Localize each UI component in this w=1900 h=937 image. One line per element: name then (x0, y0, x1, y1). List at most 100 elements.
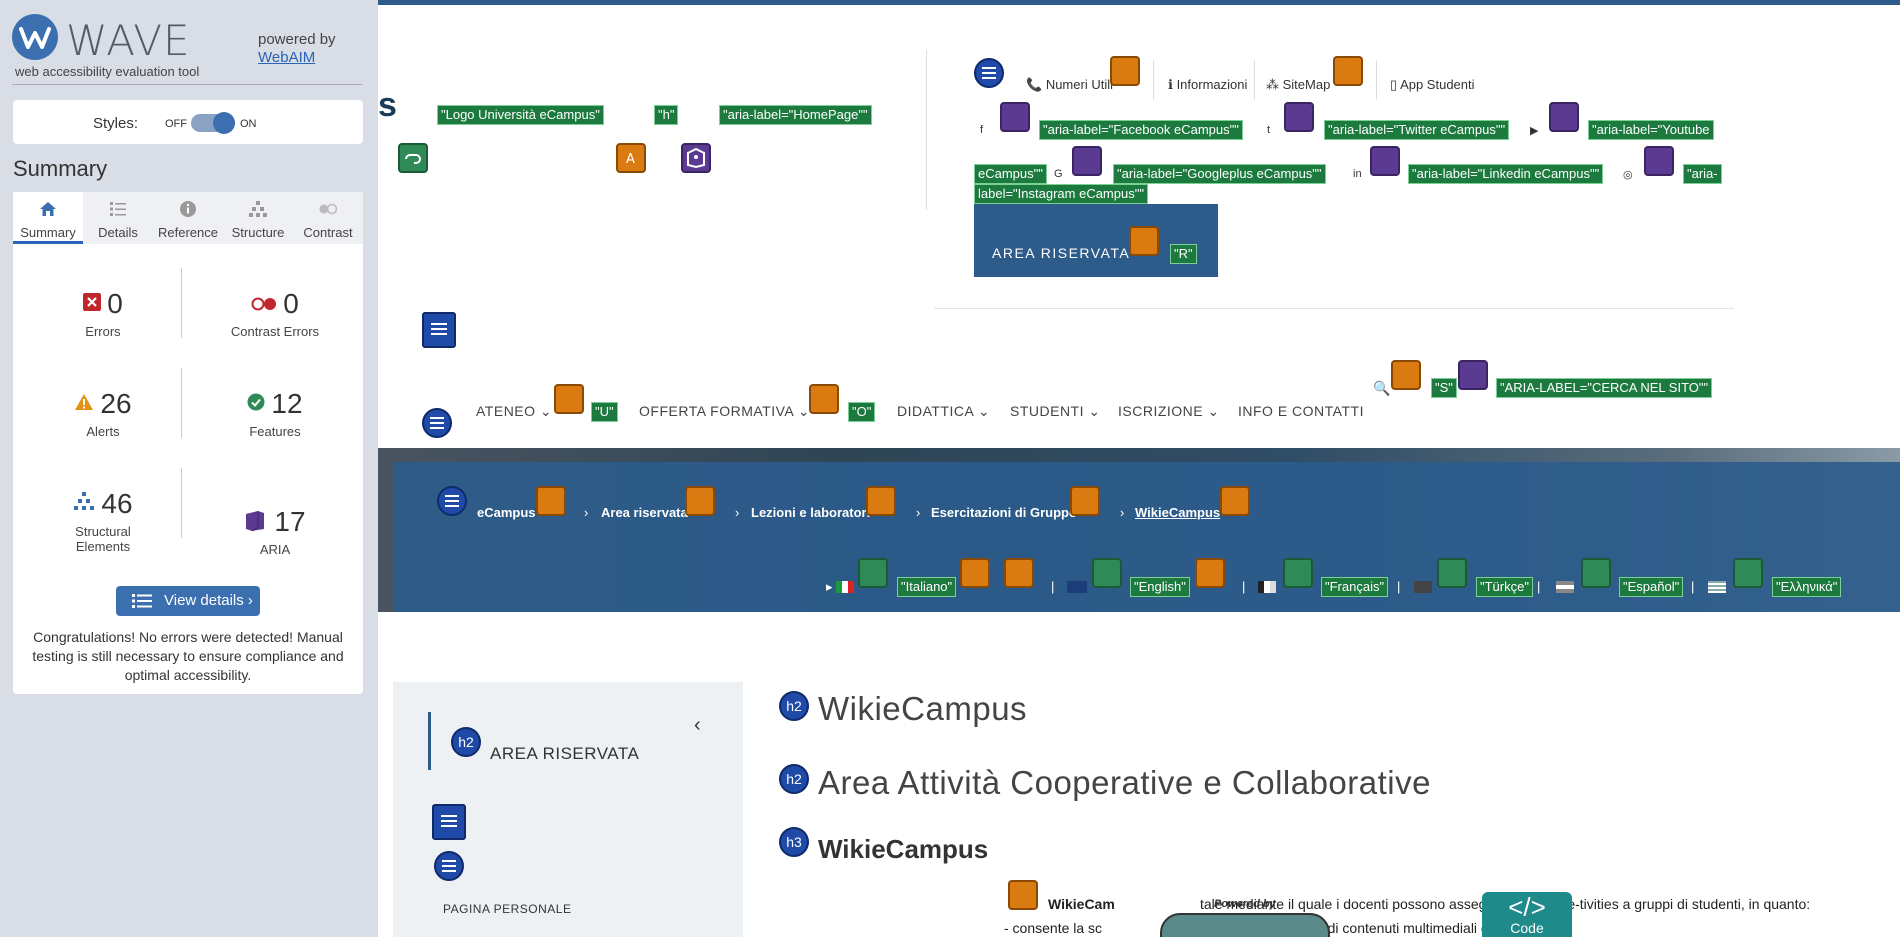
breadcrumb-lezioni[interactable]: Lezioni e laboratori (751, 505, 871, 520)
aria-tag-icon[interactable] (1370, 146, 1400, 176)
alert-icon[interactable] (866, 486, 896, 516)
alert-icon[interactable] (1195, 558, 1225, 588)
alert-icon[interactable]: A (616, 143, 646, 173)
menu-studenti[interactable]: STUDENTI ⌄ (1010, 403, 1101, 419)
linkedin-icon[interactable]: in (1353, 168, 1362, 180)
stat-divider (181, 368, 182, 438)
alert-icon[interactable] (1220, 486, 1250, 516)
alert-icon[interactable] (960, 558, 990, 588)
list-structure-icon[interactable] (437, 486, 467, 516)
view-details-button[interactable]: View details › (116, 586, 260, 616)
subsection-title: WikieCampus (818, 834, 989, 864)
turkce-tag[interactable]: "Türkçe" (1476, 577, 1533, 597)
alert-icon[interactable] (554, 384, 584, 414)
tab-details[interactable]: Details (83, 192, 153, 244)
webaim-link[interactable]: WebAIM (258, 49, 316, 66)
list-structure-icon[interactable] (434, 851, 464, 881)
googleplus-icon[interactable]: G (1054, 168, 1063, 180)
aria-tag-icon[interactable] (1458, 360, 1488, 390)
aria-tag-icon[interactable] (1644, 146, 1674, 176)
ellinika-tag[interactable]: "Ελληνικά" (1772, 577, 1842, 597)
pagina-personale-link[interactable]: PAGINA PERSONALE (443, 902, 572, 916)
collapse-chevron-icon[interactable]: ‹ (694, 714, 701, 736)
tab-summary[interactable]: Summary (13, 192, 83, 244)
logo-fragment[interactable]: s (378, 86, 397, 124)
instagram-icon[interactable]: ◎ (1623, 169, 1633, 181)
alert-icon[interactable] (1391, 360, 1421, 390)
link-divider (1376, 60, 1377, 100)
tab-contrast[interactable]: Contrast (293, 192, 363, 244)
image-feature-icon[interactable] (1437, 558, 1467, 588)
css-structure-icon[interactable] (432, 804, 466, 840)
list-structure-icon[interactable] (974, 58, 1004, 88)
image-feature-icon[interactable] (1283, 558, 1313, 588)
image-feature-icon[interactable] (1733, 558, 1763, 588)
area-riservata-button[interactable]: AREA RISERVATA (974, 204, 1218, 277)
tab-reference[interactable]: Reference (153, 192, 223, 244)
features-stat[interactable]: 12 Features (195, 388, 355, 439)
menu-iscrizione[interactable]: ISCRIZIONE ⌄ (1118, 403, 1220, 419)
h3-heading-icon[interactable]: h3 (779, 827, 809, 857)
linked-image-feature-icon[interactable] (858, 558, 888, 588)
aria-stat[interactable]: 17 ARIA (195, 506, 355, 557)
tab-structure[interactable]: Structure (223, 192, 293, 244)
aria-icon (246, 511, 265, 532)
francais-tag[interactable]: "Français" (1321, 577, 1389, 597)
menu-info-contatti[interactable]: INFO E CONTATTI (1238, 403, 1364, 419)
h2-heading-icon[interactable]: h2 (779, 764, 809, 794)
english-flag-icon (1067, 581, 1087, 593)
breadcrumb-esercitazioni[interactable]: Esercitazioni di Gruppo (931, 505, 1077, 520)
h2-heading-icon[interactable]: h2 (779, 691, 809, 721)
aria-tag-icon[interactable] (1284, 102, 1314, 132)
contrast-errors-stat[interactable]: 0 Contrast Errors (195, 288, 355, 339)
twitter-icon[interactable]: t (1267, 124, 1271, 136)
alert-icon[interactable] (1004, 558, 1034, 588)
linked-image-feature-icon[interactable] (398, 143, 428, 173)
wave-brand: WAVE (66, 16, 191, 65)
top-link-sitemap[interactable]: ⁂ SiteMap (1266, 77, 1331, 92)
errors-stat[interactable]: 0 Errors (23, 288, 183, 339)
header-separator (934, 308, 1734, 309)
list-structure-icon[interactable] (422, 408, 452, 438)
aria-tag-icon[interactable] (681, 143, 711, 173)
alert-icon[interactable] (1129, 226, 1159, 256)
espanol-tag[interactable]: "Español" (1619, 577, 1684, 597)
ateneo-tag: "U" (591, 402, 618, 422)
alert-icon[interactable] (1333, 56, 1363, 86)
structure-stat-icon (74, 492, 95, 510)
h2-heading-icon[interactable]: h2 (451, 727, 481, 757)
top-link-informazioni[interactable]: ℹ Informazioni (1168, 77, 1248, 92)
alert-icon[interactable] (1008, 880, 1038, 910)
aria-tag-icon[interactable] (1000, 102, 1030, 132)
instagram-aria-tag-1: "aria- (1683, 164, 1722, 184)
top-link-app-studenti[interactable]: ▯ App Studenti (1390, 77, 1475, 92)
top-link-numeri-utili[interactable]: 📞 Numeri Utili (1026, 77, 1113, 92)
alert-icon[interactable] (536, 486, 566, 516)
alert-icon[interactable] (1070, 486, 1100, 516)
alert-icon[interactable] (809, 384, 839, 414)
alert-icon[interactable] (1110, 56, 1140, 86)
alerts-stat[interactable]: 26 Alerts (23, 388, 183, 439)
alert-icon[interactable] (685, 486, 715, 516)
english-tag[interactable]: "English" (1130, 577, 1190, 597)
menu-ateneo[interactable]: ATENEO ⌄ (476, 403, 553, 419)
styles-toggle[interactable] (191, 112, 235, 134)
youtube-icon[interactable]: ▶ (1530, 125, 1539, 137)
italiano-tag[interactable]: "Italiano" (897, 577, 957, 597)
search-icon[interactable]: 🔍 (1373, 380, 1391, 396)
aria-tag-icon[interactable] (1072, 146, 1102, 176)
breadcrumb-wikiecampus[interactable]: WikieCampus (1135, 505, 1221, 520)
image-feature-icon[interactable] (1581, 558, 1611, 588)
linked-image-feature-icon[interactable] (1092, 558, 1122, 588)
breadcrumb-ecampus[interactable]: eCampus (477, 505, 536, 520)
breadcrumb-separator: › (584, 505, 589, 520)
twitter-aria-tag: "aria-label="Twitter eCampus"" (1324, 120, 1510, 140)
breadcrumb-area-riservata[interactable]: Area riservata (601, 505, 688, 520)
menu-didattica[interactable]: DIDATTICA ⌄ (897, 403, 991, 419)
code-button[interactable]: </> Code (1482, 892, 1572, 937)
menu-offerta-formativa[interactable]: OFFERTA FORMATIVA ⌄ (639, 403, 811, 419)
aria-tag-icon[interactable] (1549, 102, 1579, 132)
css-structure-icon[interactable] (422, 312, 456, 348)
facebook-icon[interactable]: f (980, 124, 984, 136)
